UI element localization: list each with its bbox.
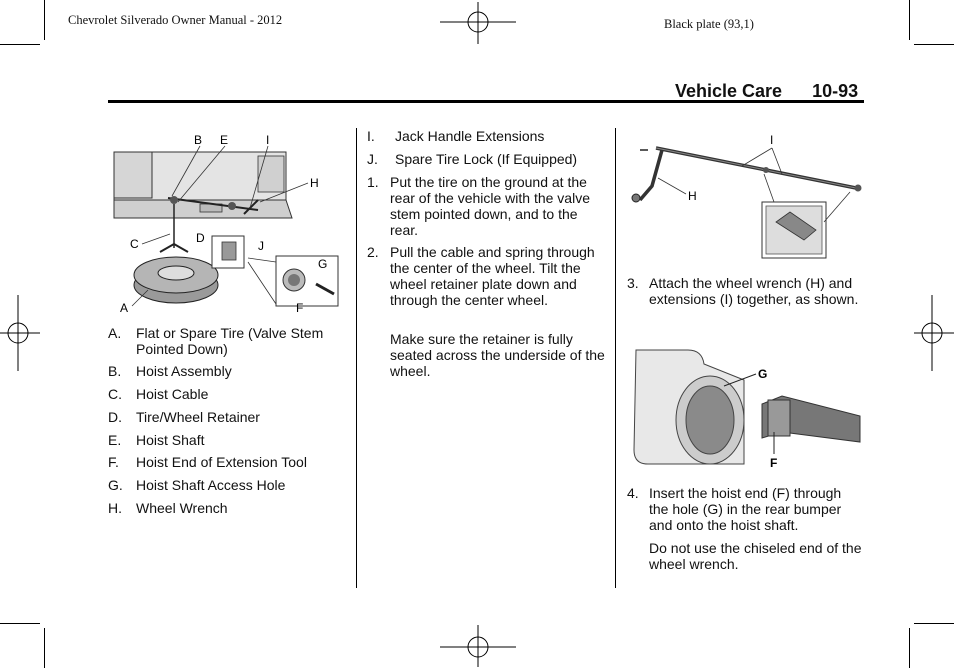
- callout-f: F: [296, 301, 303, 315]
- legend-text: Wheel Wrench: [136, 500, 228, 516]
- step-number: 2.: [367, 244, 379, 260]
- legend-text: Spare Tire Lock (If Equipped): [395, 151, 578, 167]
- legend-text: Hoist Shaft: [136, 432, 205, 448]
- plate-label: Black plate (93,1): [664, 17, 754, 31]
- step-text: Put the tire on the ground at the rear o…: [390, 174, 590, 238]
- header-rule: [108, 100, 864, 103]
- manual-title: Chevrolet Silverado Owner Manual - 2012: [68, 13, 283, 27]
- legend-key: H.: [108, 500, 122, 516]
- callout-i: I: [266, 133, 269, 147]
- step-number: 4.: [627, 485, 639, 501]
- legend-text: Flat or Spare Tire (Valve Stem Pointed D…: [136, 325, 324, 357]
- callout-b: B: [194, 133, 202, 147]
- callout-a: A: [120, 301, 128, 315]
- registration-mark-left: [0, 295, 40, 371]
- legend-text: Hoist Assembly: [136, 363, 232, 379]
- legend-key: D.: [108, 409, 122, 425]
- callout-f: F: [770, 456, 777, 470]
- step-text: Insert the hoist end (F) through the hol…: [649, 485, 842, 533]
- legend-key: B.: [108, 363, 122, 379]
- crop-mark: [44, 628, 45, 668]
- legend-key: C.: [108, 386, 122, 402]
- callout-e: E: [220, 133, 228, 147]
- callout-g: G: [318, 257, 327, 271]
- crop-mark: [909, 0, 910, 40]
- step-2-note: Make sure the retainer is fully seated a…: [390, 331, 605, 379]
- legend-key: J.: [367, 151, 378, 167]
- step-number: 1.: [367, 174, 379, 190]
- legend-text: Jack Handle Extensions: [395, 128, 545, 144]
- step-text: Attach the wheel wrench (H) and extensio…: [649, 275, 859, 307]
- wrench-extension-illustration: I H: [631, 133, 862, 259]
- legend-key: E.: [108, 432, 122, 448]
- legend-text: Hoist Shaft Access Hole: [136, 477, 286, 493]
- callout-d: D: [196, 231, 205, 245]
- registration-mark-bottom: [440, 625, 516, 667]
- step-4-note: Do not use the chiseled end of the wheel…: [649, 540, 862, 572]
- crop-mark: [914, 623, 954, 624]
- callout-i: I: [770, 133, 773, 147]
- legend-key: F.: [108, 454, 119, 470]
- legend-key: G.: [108, 477, 123, 493]
- step-number: 3.: [627, 275, 639, 291]
- registration-mark-top: [440, 2, 516, 44]
- callout-h: H: [688, 189, 697, 203]
- crop-mark: [909, 628, 910, 668]
- crop-mark: [44, 0, 45, 40]
- column-divider: [356, 128, 357, 588]
- callout-h: H: [310, 176, 319, 190]
- crop-mark: [0, 44, 40, 45]
- column-divider: [615, 128, 616, 588]
- callout-g: G: [758, 367, 767, 381]
- hoist-end-insert-illustration: G F: [633, 349, 861, 470]
- callout-j: J: [258, 239, 264, 253]
- legend-text: Hoist Cable: [136, 386, 209, 402]
- section-title: Vehicle Care: [675, 81, 783, 101]
- legend-text: Tire/Wheel Retainer: [136, 409, 260, 425]
- legend-text: Hoist End of Extension Tool: [136, 454, 307, 470]
- spare-tire-hoist-illustration: B E I H C D J G F A: [113, 133, 339, 315]
- section-heading: Vehicle Care 10-93: [675, 81, 858, 102]
- legend-key: A.: [108, 325, 122, 341]
- legend-key: I.: [367, 128, 375, 144]
- step-text: Pull the cable and spring through the ce…: [390, 244, 595, 308]
- crop-mark: [914, 44, 954, 45]
- registration-mark-right: [914, 295, 954, 371]
- callout-c: C: [130, 237, 139, 251]
- page-number: 10-93: [812, 81, 859, 101]
- crop-mark: [0, 623, 40, 624]
